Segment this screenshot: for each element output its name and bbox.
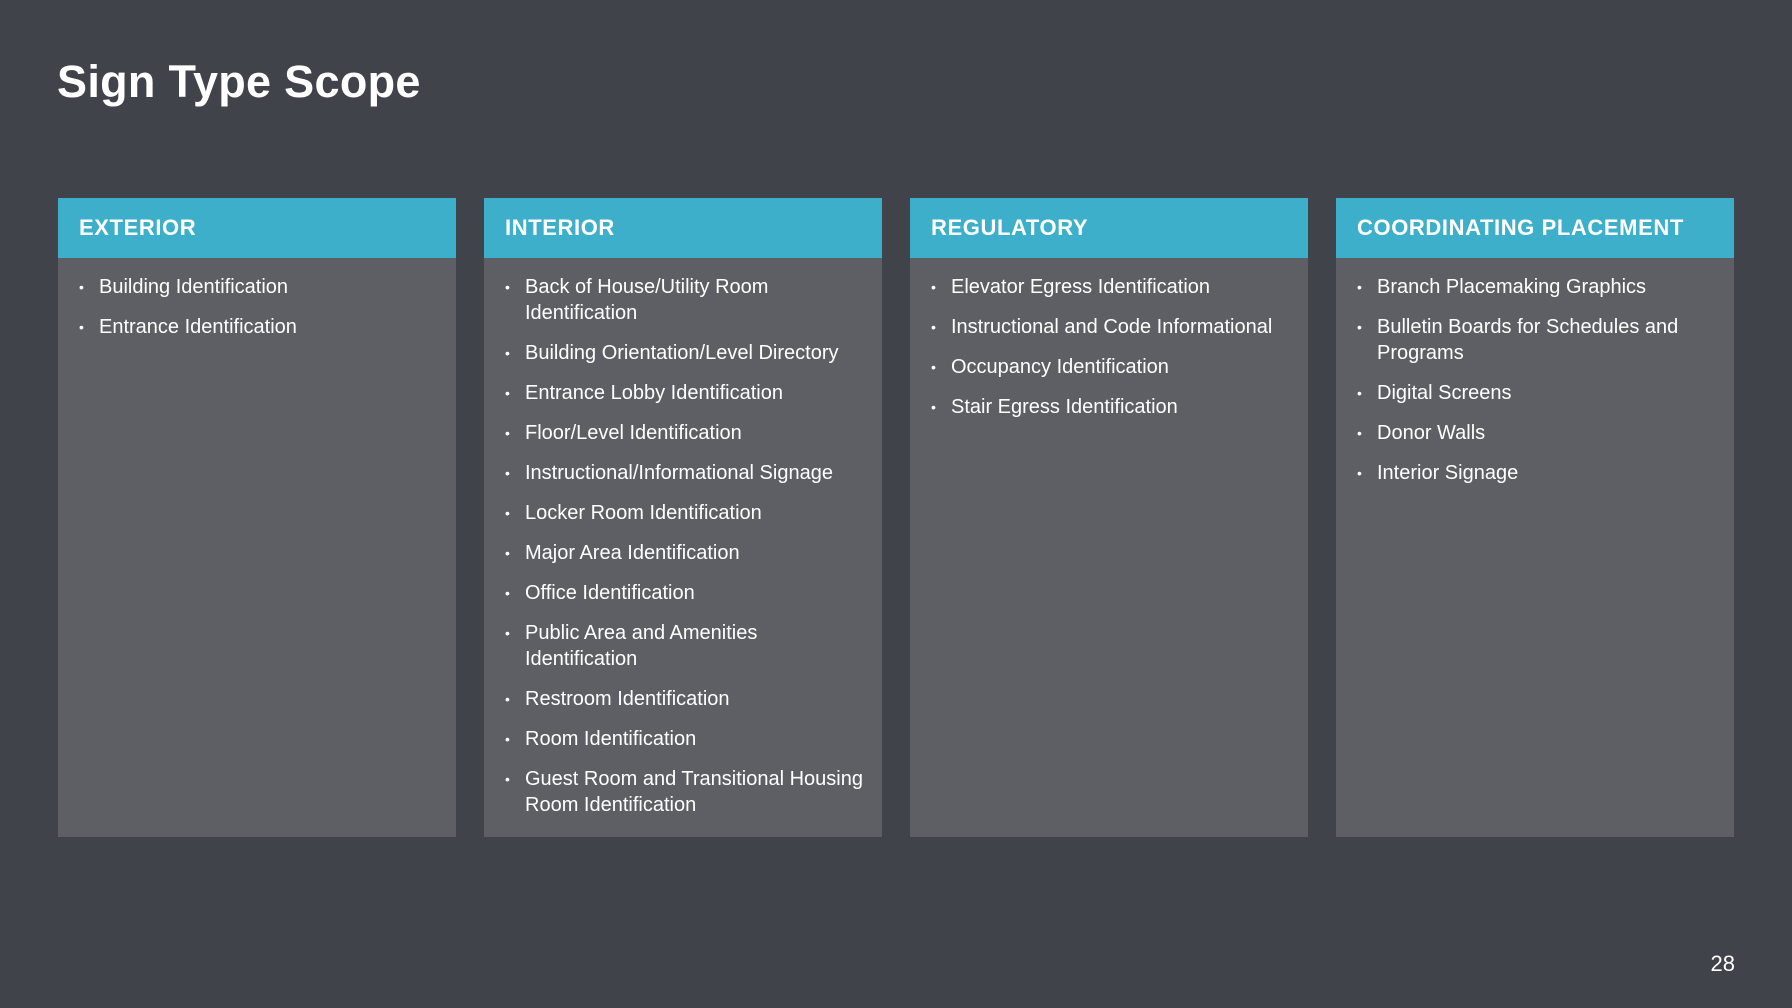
slide-title: Sign Type Scope <box>57 56 421 107</box>
bullet-icon: • <box>505 771 510 787</box>
column-heading: COORDINATING PLACEMENT <box>1336 198 1734 258</box>
list-item-label: Room Identification <box>525 728 697 750</box>
bullet-icon: • <box>1357 385 1362 401</box>
list-item: • Building Orientation/Level Directory <box>505 340 864 366</box>
list-item-label: Interior Signage <box>1377 462 1519 484</box>
list-item-label: Major Area Identification <box>525 542 740 564</box>
bullet-icon: • <box>1357 279 1362 295</box>
list-item: • Digital Screens <box>1357 380 1716 406</box>
bullet-icon: • <box>505 625 510 641</box>
list-item: • Entrance Identification <box>79 314 438 340</box>
list-item-label: Digital Screens <box>1377 382 1512 404</box>
list-item: • Public Area and Amenities Identificatio… <box>505 620 864 672</box>
bullet-icon: • <box>505 465 510 481</box>
sign-type-columns: EXTERIOR • Building Identification • Entra… <box>58 198 1734 837</box>
column-heading: REGULATORY <box>910 198 1308 258</box>
bullet-icon: • <box>1357 465 1362 481</box>
list-item: • Donor Walls <box>1357 420 1716 446</box>
bullet-icon: • <box>931 319 936 335</box>
list-item: • Building Identification <box>79 274 438 300</box>
list-item: • Branch Placemaking Graphics <box>1357 274 1716 300</box>
bullet-icon: • <box>505 731 510 747</box>
bullet-icon: • <box>505 505 510 521</box>
list-item-label: Bulletin Boards for Schedules and Progra… <box>1377 316 1679 364</box>
list-item-label: Stair Egress Identification <box>951 396 1178 418</box>
list-item-label: Instructional and Code Informational <box>951 316 1273 338</box>
list-item-label: Guest Room and Transitional Housing Room… <box>525 768 863 816</box>
column-regulatory: REGULATORY • Elevator Egress Identificati… <box>910 198 1308 837</box>
list-item: • Entrance Lobby Identification <box>505 380 864 406</box>
page-number: 28 <box>1710 951 1735 976</box>
bullet-icon: • <box>931 359 936 375</box>
list-item-label: Office Identification <box>525 582 695 604</box>
bullet-icon: • <box>505 345 510 361</box>
list-item-label: Floor/Level Identification <box>525 422 742 444</box>
list-item: • Interior Signage <box>1357 460 1716 486</box>
column-coordinating-placement: COORDINATING PLACEMENT • Branch Placemaki… <box>1336 198 1734 837</box>
bullet-icon: • <box>79 319 84 335</box>
list-item: • Major Area Identification <box>505 540 864 566</box>
column-list: • Elevator Egress Identification • Instruc… <box>910 258 1308 439</box>
bullet-icon: • <box>1357 319 1362 335</box>
bullet-icon: • <box>505 425 510 441</box>
bullet-icon: • <box>1357 425 1362 441</box>
list-item: • Office Identification <box>505 580 864 606</box>
list-item-label: Restroom Identification <box>525 688 730 710</box>
bullet-icon: • <box>931 399 936 415</box>
list-item-label: Public Area and Amenities Identification <box>525 622 758 670</box>
column-list: • Building Identification • Entrance Ident… <box>58 258 456 359</box>
bullet-icon: • <box>505 691 510 707</box>
list-item-label: Occupancy Identification <box>951 356 1169 378</box>
list-item-label: Entrance Identification <box>99 316 297 338</box>
list-item-label: Building Orientation/Level Directory <box>525 342 839 364</box>
list-item: • Bulletin Boards for Schedules and Progr… <box>1357 314 1716 366</box>
list-item: • Guest Room and Transitional Housing Roo… <box>505 766 864 818</box>
column-list: • Branch Placemaking Graphics • Bulletin B… <box>1336 258 1734 505</box>
list-item-label: Entrance Lobby Identification <box>525 382 783 404</box>
column-list: • Back of House/Utility Room Identificati… <box>484 258 882 837</box>
list-item: • Restroom Identification <box>505 686 864 712</box>
bullet-icon: • <box>505 585 510 601</box>
list-item-label: Instructional/Informational Signage <box>525 462 833 484</box>
bullet-icon: • <box>931 279 936 295</box>
list-item-label: Building Identification <box>99 276 289 298</box>
list-item-label: Donor Walls <box>1377 422 1486 444</box>
bullet-icon: • <box>505 279 510 295</box>
list-item-label: Branch Placemaking Graphics <box>1377 276 1647 298</box>
list-item: • Instructional and Code Informational <box>931 314 1290 340</box>
column-heading: EXTERIOR <box>58 198 456 258</box>
list-item-label: Back of House/Utility Room Identificatio… <box>525 276 769 324</box>
list-item: • Floor/Level Identification <box>505 420 864 446</box>
column-heading: INTERIOR <box>484 198 882 258</box>
bullet-icon: • <box>505 385 510 401</box>
list-item: • Elevator Egress Identification <box>931 274 1290 300</box>
column-interior: INTERIOR • Back of House/Utility Room Ide… <box>484 198 882 837</box>
list-item: • Instructional/Informational Signage <box>505 460 864 486</box>
bullet-icon: • <box>79 279 84 295</box>
list-item-label: Elevator Egress Identification <box>951 276 1211 298</box>
list-item-label: Locker Room Identification <box>525 502 762 524</box>
list-item: • Back of House/Utility Room Identificati… <box>505 274 864 326</box>
bullet-icon: • <box>505 545 510 561</box>
list-item: • Room Identification <box>505 726 864 752</box>
list-item: • Locker Room Identification <box>505 500 864 526</box>
list-item: • Stair Egress Identification <box>931 394 1290 420</box>
list-item: • Occupancy Identification <box>931 354 1290 380</box>
column-exterior: EXTERIOR • Building Identification • Entra… <box>58 198 456 837</box>
